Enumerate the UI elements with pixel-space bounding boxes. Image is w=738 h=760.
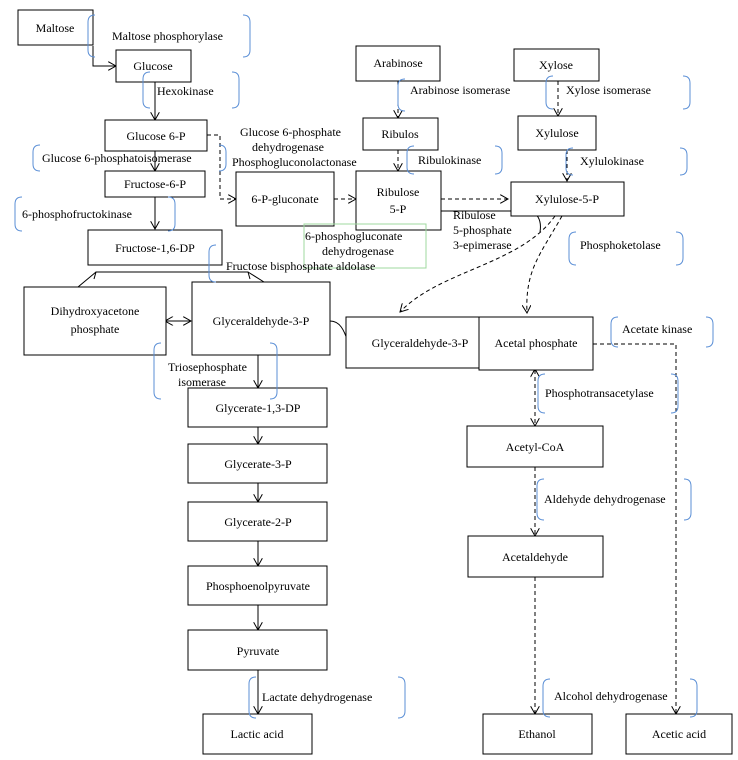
epimerase-label-2: 5-phosphate [453, 223, 512, 237]
glycerate2p-box [187, 501, 328, 542]
xylose-isomerase-label: Xylose isomerase [566, 83, 651, 97]
acetaldehyde-label: Acetaldehyde [502, 550, 568, 564]
split-brace [93, 271, 251, 280]
glycerate2p-label: Glycerate-2-P [224, 515, 292, 529]
dhap-label-1: Dihydroxyacetone [51, 304, 140, 318]
brace-to-g3p [247, 271, 265, 283]
g3p-box [191, 281, 331, 356]
acetate-kinase-label: Acetate kinase [622, 322, 692, 336]
ethanol-label: Ethanol [518, 727, 556, 741]
pep-box [187, 565, 328, 606]
arabinose-box [355, 45, 441, 82]
aldehyde-dh-label: Aldehyde dehydrogenase [544, 492, 666, 506]
glucose6p-box [104, 119, 208, 152]
highlight-box [303, 223, 427, 269]
ribulos-label: Ribulos [381, 127, 419, 141]
acetaldehyde-box [467, 535, 604, 578]
glucose-box [115, 49, 192, 83]
g3p2-label: Glyceraldehyde-3-P [372, 336, 469, 350]
phosphogluconolactonase-label: Phosphogluconolactonase [232, 155, 357, 169]
glycerate3p-box [187, 443, 328, 484]
g3p2-box [345, 316, 496, 369]
lactic-acid-box [202, 713, 313, 755]
arrow-xylulose5p-g3p [400, 215, 556, 312]
ribulos-box [362, 117, 439, 151]
acetylcoa-label: Acetyl-CoA [506, 440, 565, 454]
ribulose5p-label-2: 5-P [390, 202, 407, 216]
annotation-brackets [14, 14, 714, 719]
phosphotransacetylase-label: Phosphotransacetylase [545, 386, 654, 400]
glucose6p-label: Glucose 6-P [127, 129, 186, 143]
acetal-phosphate-label: Acetal phosphate [495, 336, 578, 350]
pyruvate-label: Pyruvate [237, 644, 280, 658]
xylose-box [513, 48, 600, 82]
fructose16dp-box [87, 229, 223, 266]
arabinose-isomerase-label: Arabinose isomerase [410, 83, 510, 97]
acetic-acid-label: Acetic acid [652, 727, 706, 741]
fructose6p-label: Fructose-6-P [124, 177, 186, 191]
dhap-box [23, 286, 167, 356]
fructose6p-box [104, 170, 206, 198]
aldolase-label: Fructose bisphosphate aldolase [226, 259, 375, 273]
ribulose5p-box [355, 170, 442, 231]
acetylcoa-box [466, 425, 604, 468]
xylulose5p-box [510, 181, 625, 217]
g6pdh-label-2: dehydrogenase [252, 140, 324, 154]
gluconate6p-box [235, 171, 335, 227]
maltose-label: Maltose [36, 21, 75, 35]
ribulokinase-label: Ribulokinase [418, 153, 481, 167]
pgdh-label-2: dehydrogenase [322, 244, 394, 258]
phosphoketolase-label: Phosphoketolase [580, 238, 661, 252]
xylulose-box [517, 115, 597, 151]
maltose-phosphorylase-label: Maltose phosphorylase [112, 29, 223, 43]
lactate-dh-label: Lactate dehydrogenase [262, 690, 372, 704]
tpi-label-2: isomerase [178, 375, 226, 389]
maltose-box [17, 9, 94, 46]
arrow-xylulose5p-acetalp [527, 215, 563, 313]
acetic-acid-box [625, 713, 733, 755]
epimerase-label-1: Ribulose [453, 208, 496, 222]
alcohol-dh-label: Alcohol dehydrogenase [554, 689, 668, 703]
brace-to-dhap [77, 271, 97, 288]
acetal-phosphate-box [478, 316, 594, 371]
arrow-g6p-gluconate [207, 134, 236, 199]
arrow-acetalp-acetic [593, 343, 676, 714]
ethanol-box [482, 713, 593, 755]
pgdh-label-1: 6-phosphogluconate [305, 229, 402, 243]
pep-label: Phosphoenolpyruvate [206, 579, 310, 593]
glycerate13dp-label: Glycerate-1,3-DP [216, 401, 301, 415]
xylose-label: Xylose [539, 58, 573, 72]
fructose16dp-label: Fructose-1,6-DP [115, 241, 195, 255]
g3p-label: Glyceraldehyde-3-P [213, 314, 310, 328]
arrow-maltose-glucose [92, 46, 116, 66]
g6pdh-label-1: Glucose 6-phosphate [240, 125, 341, 139]
pyruvate-box [187, 629, 328, 671]
arabinose-label: Arabinose [373, 56, 422, 70]
ribulose5p-label-1: Ribulose [377, 185, 420, 199]
connector-g3p-g3p2 [329, 320, 349, 343]
xylulokinase-label: Xylulokinase [580, 154, 644, 168]
hexokinase-label: Hexokinase [157, 84, 214, 98]
lactic-acid-label: Lactic acid [231, 727, 284, 741]
tpi-label-1: Triosephosphate [168, 360, 247, 374]
glycerate13dp-box [187, 387, 328, 428]
xylulose5p-label: Xylulose-5-P [535, 192, 599, 206]
gluconate6p-label: 6-P-gluconate [251, 192, 318, 206]
phosphofructokinase-label: 6-phosphofructokinase [22, 207, 132, 221]
dhap-label-2: phosphate [71, 322, 120, 336]
glucose-label: Glucose [133, 59, 172, 73]
epimerase-label-3: 3-epimerase [453, 238, 512, 252]
glycerate3p-label: Glycerate-3-P [224, 457, 292, 471]
xylulose-label: Xylulose [535, 126, 578, 140]
g6p-isomerase-label: Glucose 6-phosphatoisomerase [42, 151, 192, 165]
